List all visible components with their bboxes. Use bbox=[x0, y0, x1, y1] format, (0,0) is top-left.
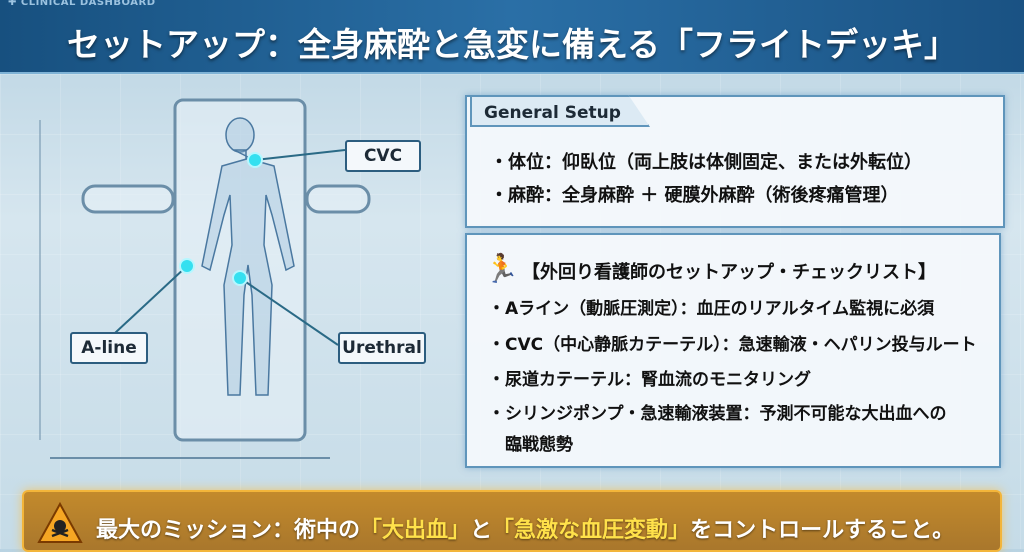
dashboard-label: ✚ CLINICAL DASHBOARD bbox=[8, 0, 156, 8]
mission-prefix: 最大のミッション：術中の bbox=[96, 518, 361, 543]
checklist-item: ・尿道カテーテル：腎血流のモニタリング bbox=[488, 370, 811, 390]
aline-marker bbox=[179, 258, 195, 274]
setup-item: ・麻酔：全身麻酔 ＋ 硬膜外麻酔（術後疼痛管理） bbox=[490, 185, 899, 206]
mission-mid: と bbox=[470, 518, 493, 543]
mission-highlight-bleeding: 「大出血」 bbox=[360, 518, 471, 543]
urethral-label: Urethral bbox=[338, 332, 426, 364]
mission-suffix: をコントロールすること。 bbox=[690, 518, 955, 543]
mission-banner: 最大のミッション：術中の「大出血」と「急激な血圧変動」をコントロールすること。 bbox=[22, 490, 1002, 552]
cvc-label: CVC bbox=[345, 140, 421, 172]
checklist-item: ・シリンジポンプ・急速輸液装置：予測不可能な大出血への bbox=[488, 404, 947, 424]
running-nurse-icon: 🏃 bbox=[484, 252, 519, 285]
setup-item: ・体位：仰臥位（両上肢は体側固定、または外転位） bbox=[490, 152, 922, 173]
checklist-item: ・CVC（中心静脈カテーテル）：急速輸液・ヘパリン投与ルート bbox=[488, 335, 977, 355]
checklist-panel bbox=[465, 233, 1001, 468]
checklist-item: ・Aライン（動脈圧測定）：血圧のリアルタイム監視に必須 bbox=[488, 299, 935, 319]
mission-highlight-bp: 「急激な血圧変動」 bbox=[492, 518, 691, 543]
right-arm-board bbox=[305, 184, 371, 214]
urethral-marker bbox=[232, 270, 248, 286]
mission-text: 最大のミッション：術中の「大出血」と「急激な血圧変動」をコントロールすること。 bbox=[96, 512, 954, 544]
cvc-marker bbox=[247, 152, 263, 168]
page-title: セットアップ：全身麻酔と急変に備える「フライトデッキ」 bbox=[66, 25, 957, 64]
general-setup-title: General Setup bbox=[470, 95, 650, 127]
checklist-item: 臨戦態勢 bbox=[488, 435, 573, 455]
checklist-title: 【外回り看護師のセットアップ・チェックリスト】 bbox=[522, 262, 936, 283]
warning-skull-icon bbox=[37, 501, 83, 543]
left-arm-board bbox=[81, 184, 175, 214]
aline-label: A-line bbox=[70, 332, 148, 364]
body-diagram bbox=[39, 98, 371, 459]
header: ✚ CLINICAL DASHBOARD セットアップ：全身麻酔と急変に備える「… bbox=[0, 0, 1024, 74]
human-body-icon bbox=[201, 117, 295, 396]
